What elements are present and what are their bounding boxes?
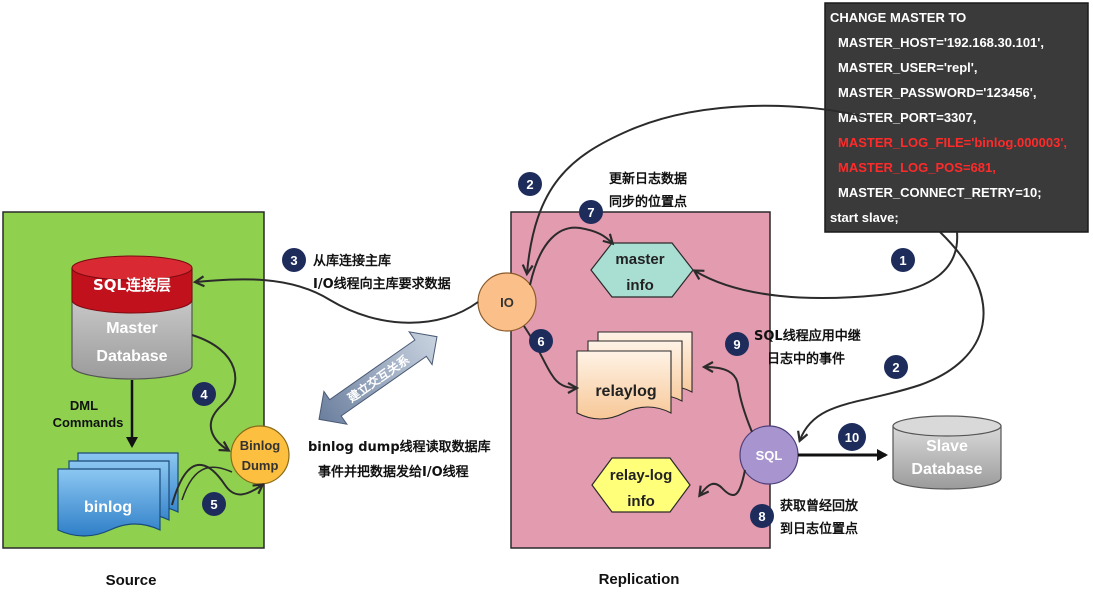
arrow-io-to-master-info bbox=[529, 226, 612, 286]
arrow-db-to-dump bbox=[191, 334, 237, 450]
arrow-cmd-to-io bbox=[527, 104, 871, 273]
relay-log-info bbox=[591, 457, 691, 513]
annotation-9-line2: 日志中的事件 bbox=[767, 351, 845, 367]
relaylog-label: relaylog bbox=[595, 383, 656, 400]
command-line: MASTER_LOG_FILE='binlog.000003', bbox=[838, 135, 1067, 150]
master-db-label-1: Master bbox=[106, 320, 158, 337]
badge-10: 10 bbox=[838, 423, 866, 451]
badge-2b: 2 bbox=[884, 355, 908, 379]
svg-text:1: 1 bbox=[899, 253, 906, 268]
command-line: MASTER_PASSWORD='123456', bbox=[838, 85, 1036, 100]
svg-text:8: 8 bbox=[758, 509, 765, 524]
arrow-sql-to-relaylog bbox=[705, 367, 753, 433]
annotation-3-line2: I/O线程向主库要求数据 bbox=[313, 276, 451, 292]
badge-7: 7 bbox=[579, 200, 603, 224]
slave-db-label-2: Database bbox=[911, 461, 982, 478]
arrow-binlog-read bbox=[181, 466, 233, 501]
dml-label-1: DML bbox=[70, 398, 98, 413]
command-line: CHANGE MASTER TO bbox=[830, 10, 966, 25]
svg-text:5: 5 bbox=[210, 497, 217, 512]
badge-6: 6 bbox=[529, 329, 553, 353]
badge-4: 4 bbox=[192, 382, 216, 406]
annotation-3-line1: 从库连接主库 bbox=[313, 253, 391, 269]
interaction-arrow: 建立交互关系 bbox=[318, 331, 438, 425]
source-section-label: Source bbox=[106, 572, 157, 589]
slave-database: Slave Database bbox=[892, 415, 1002, 490]
replication-section-label: Replication bbox=[599, 571, 680, 588]
svg-text:3: 3 bbox=[290, 253, 297, 268]
svg-text:9: 9 bbox=[733, 337, 740, 352]
svg-text:4: 4 bbox=[200, 387, 208, 402]
sql-label: SQL bbox=[756, 448, 783, 463]
command-line: MASTER_LOG_POS=681, bbox=[838, 160, 996, 175]
command-line: MASTER_PORT=3307, bbox=[838, 110, 976, 125]
io-label: IO bbox=[500, 295, 514, 310]
arrow-io-to-master bbox=[196, 279, 479, 324]
slave-db-label-1: Slave bbox=[926, 438, 968, 455]
annotation-8-line2: 到日志位置点 bbox=[780, 521, 858, 537]
svg-text:2: 2 bbox=[892, 360, 899, 375]
svg-text:2: 2 bbox=[526, 177, 533, 192]
dump-label-2: Dump bbox=[242, 458, 279, 473]
svg-text:10: 10 bbox=[845, 430, 859, 445]
relay-info-label-1: relay-log bbox=[610, 467, 673, 484]
master-info-label-1: master bbox=[615, 251, 664, 268]
badge-1: 1 bbox=[891, 248, 915, 272]
svg-text:7: 7 bbox=[587, 205, 594, 220]
svg-text:6: 6 bbox=[537, 334, 544, 349]
master-database: SQL连接层 Master Database bbox=[71, 255, 193, 380]
dump-annotation-line1: binlog dump线程读取数据库 bbox=[308, 439, 491, 455]
annotation-8-line1: 获取曾经回放 bbox=[780, 498, 859, 514]
badge-2a: 2 bbox=[518, 172, 542, 196]
command-line: MASTER_HOST='192.168.30.101', bbox=[838, 35, 1044, 50]
badge-3: 3 bbox=[282, 248, 306, 272]
command-line: start slave; bbox=[830, 210, 899, 225]
badge-9: 9 bbox=[725, 332, 749, 356]
annotation-7-line1: 更新日志数据 bbox=[609, 171, 687, 187]
sql-layer-label: SQL连接层 bbox=[93, 276, 171, 294]
command-line: MASTER_CONNECT_RETRY=10; bbox=[838, 185, 1042, 200]
badge-8: 8 bbox=[750, 504, 774, 528]
command-line: MASTER_USER='repl', bbox=[838, 60, 977, 75]
relay-info-label-2: info bbox=[627, 493, 655, 510]
relaylog-files: relaylog bbox=[576, 331, 693, 420]
interaction-label: 建立交互关系 bbox=[344, 352, 412, 406]
arrow-binlog-to-dump bbox=[171, 464, 262, 506]
arrow-cmd-to-sql bbox=[800, 231, 985, 440]
arrow-cmd-to-master-info bbox=[695, 231, 959, 300]
command-lines: CHANGE MASTER TO MASTER_HOST='192.168.30.… bbox=[830, 10, 1067, 225]
badge-5: 5 bbox=[202, 492, 226, 516]
master-db-label-2: Database bbox=[96, 348, 167, 365]
annotation-9-line1: SQL线程应用中继 bbox=[754, 328, 861, 344]
dml-label-2: Commands bbox=[53, 415, 124, 430]
binlog-label: binlog bbox=[84, 499, 132, 516]
binlog-files: binlog bbox=[57, 452, 179, 537]
binlog-dump-thread bbox=[230, 425, 290, 485]
arrow-sql-to-relay-info bbox=[700, 469, 746, 495]
dump-label-1: Binlog bbox=[240, 438, 280, 453]
master-info-label-2: info bbox=[626, 277, 654, 294]
dump-annotation-line2: 事件并把数据发给I/O线程 bbox=[318, 464, 469, 480]
annotation-7-line2: 同步的位置点 bbox=[609, 194, 687, 210]
